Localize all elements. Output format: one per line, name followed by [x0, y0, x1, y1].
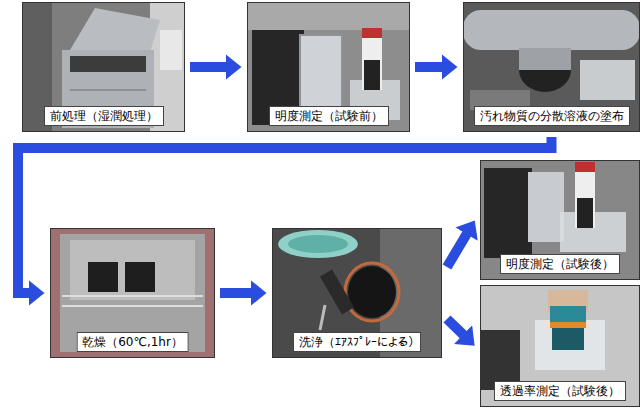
flow-arrow: [190, 62, 226, 72]
photo-panel: 明度測定（試験前）: [247, 2, 410, 132]
chamber-photo: [22, 2, 185, 132]
photo-panel: 前処理（湿潤処理）: [22, 2, 185, 132]
photo-caption: 明度測定（試験前）: [269, 106, 389, 126]
flow-arrow: [18, 137, 552, 293]
photo-panel: 洗浄（ｴｱｽﾌﾟﾚｰによる）: [272, 228, 442, 358]
transmittance-photo: [480, 285, 640, 407]
photo-caption: 汚れ物質の分散溶液の塗布: [474, 106, 630, 126]
photo-caption: 洗浄（ｴｱｽﾌﾟﾚｰによる）: [293, 332, 421, 352]
oven-photo: [50, 228, 215, 358]
photo-caption: 前処理（湿潤処理）: [44, 106, 164, 126]
photo-panel: 明度測定（試験後）: [480, 160, 640, 280]
photo-panel: 透過率測定（試験後）: [480, 285, 640, 407]
flow-arrow: [447, 319, 463, 335]
flow-arrow: [415, 62, 442, 72]
coating-photo: [463, 2, 640, 132]
flow-arrow: [447, 234, 467, 267]
photo-panel: 汚れ物質の分散溶液の塗布: [463, 2, 640, 132]
photo-caption: 明度測定（試験後）: [500, 254, 620, 274]
photo-caption: 乾燥（60℃,1hr）: [76, 332, 189, 352]
flow-arrow: [220, 288, 251, 298]
photo-panel: 乾燥（60℃,1hr）: [50, 228, 215, 358]
meter-photo-after: [480, 160, 640, 280]
meter-photo: [247, 2, 410, 132]
photo-caption: 透過率測定（試験後）: [494, 381, 626, 401]
cleaning-photo: [272, 228, 442, 358]
